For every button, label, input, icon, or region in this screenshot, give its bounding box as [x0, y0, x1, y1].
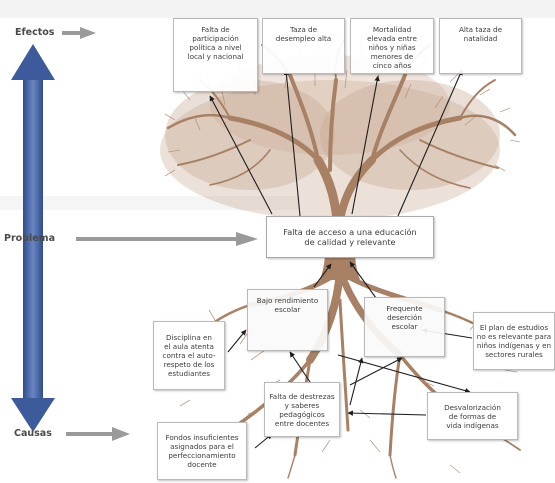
cause-undervaluation-indigenous: Desvalorización de formas de vida indíge…: [427, 392, 518, 440]
label-causas: Causas: [14, 428, 52, 439]
label-efectos: Efectos: [15, 27, 55, 38]
vertical-double-arrow: [11, 44, 55, 432]
label-problema: Problema: [4, 233, 55, 244]
cause-insufficient-funds: Fondos insuficientes asignados para el p…: [157, 422, 247, 480]
top-band: [0, 0, 555, 18]
effect-child-mortality: Mortalidad elevada entre niños y niñas m…: [350, 18, 434, 74]
label-arrows: [62, 27, 258, 441]
cause-classroom-discipline: Disciplina en el aula atenta contra el a…: [153, 321, 225, 390]
cause-low-performance: Bajo rendimiento escolar: [247, 289, 328, 351]
cause-dropout: Frequente deserción escolar: [364, 297, 445, 357]
effect-unemployment: Taza de desempleo alta: [262, 18, 345, 74]
effect-birth-rate: Alta taza de natalidad: [439, 18, 522, 74]
cause-teacher-skills: Falta de destrezas y saberes pedagógicos…: [264, 382, 340, 437]
cause-irrelevant-curriculum: El plan de estudios no es relevante para…: [473, 312, 555, 370]
mid-band: [0, 196, 300, 210]
effect-political-participation: Falta de participación política a nivel …: [173, 18, 258, 92]
problem-box: Falta de acceso a una educación de calid…: [266, 216, 434, 258]
connector-arrows: [209, 69, 473, 449]
